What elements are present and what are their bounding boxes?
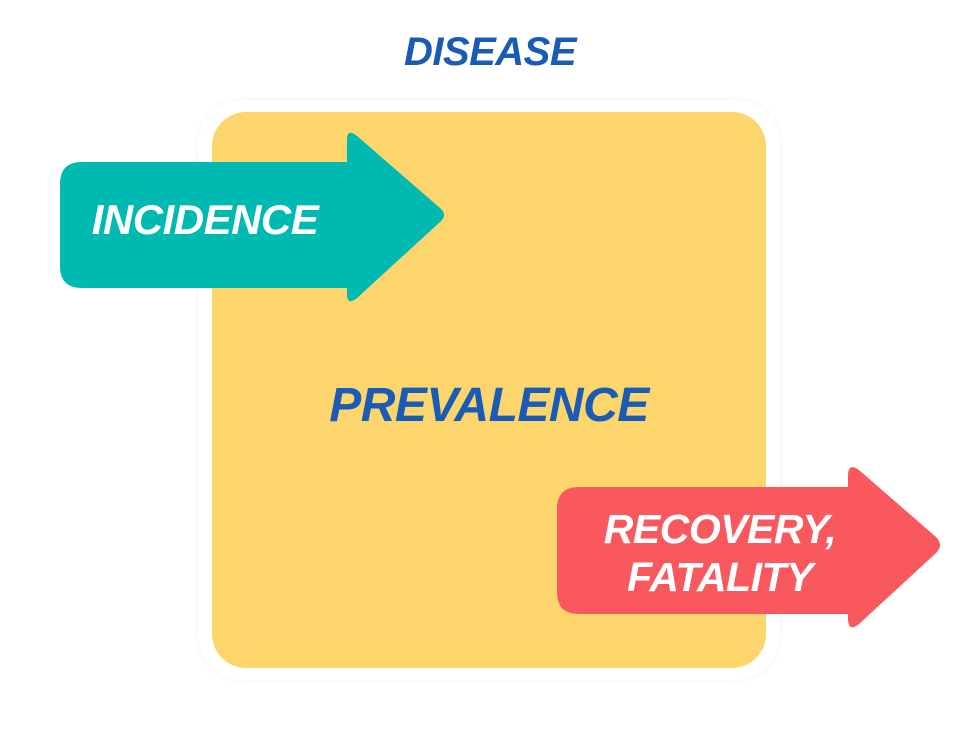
prevalence-label: PREVALENCE bbox=[329, 379, 649, 432]
diagram-title: DISEASE bbox=[403, 30, 577, 74]
outflow-label-line2: FATALITY bbox=[627, 554, 813, 600]
outflow-label-line1: RECOVERY, bbox=[603, 506, 837, 552]
incidence-label: INCIDENCE bbox=[91, 196, 319, 243]
outflow-label: RECOVERY, FATALITY bbox=[575, 505, 865, 601]
incidence-arrow-shape bbox=[60, 132, 444, 302]
outflow-arrow-shape bbox=[557, 467, 940, 628]
